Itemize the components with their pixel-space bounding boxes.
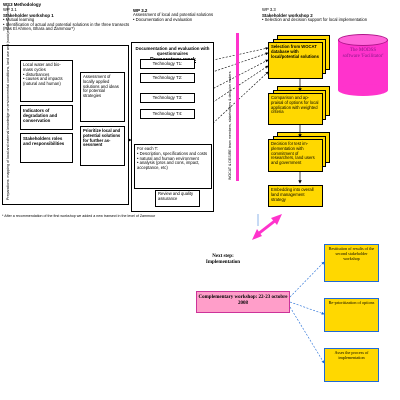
double-arrow (257, 218, 277, 236)
technology-t1: Technology T1: (140, 59, 195, 69)
wp32-bullet-1: • Documentation and evaluation (133, 16, 193, 22)
wp33-bullet-1: • Selection and decision support for loc… (262, 16, 368, 22)
technology-t2: Technology T2: (140, 73, 195, 83)
wp32-title: Assessment of local and potential soluti… (133, 12, 214, 17)
local-water-box: Local water and bio-mass cycles • distur… (20, 60, 73, 102)
modss-cylinder: The MODSS software 'Facilitator' (338, 34, 388, 96)
for-each-box: For each T: • Description, specification… (134, 144, 212, 189)
comparison-box: Comparison and ap-praisal of options for… (268, 86, 330, 125)
wp32-id: WP 3.2 (133, 8, 148, 13)
wp33-id: WP 3.3 (262, 7, 276, 12)
indicators-box: Indicators of degradation and conservati… (20, 105, 73, 130)
wp33-header: WP 3.3 Stakeholder workshop 2 • Selectio… (262, 7, 372, 23)
embedding-box: Embedding into overall land management s… (268, 185, 323, 207)
wp33-magenta-bar (236, 33, 239, 181)
footnote: * After a recommendation of the first wo… (2, 214, 156, 218)
technology-t4: Technology T4: (140, 109, 195, 119)
assessment-box: Assessment of locally applied solutions … (80, 72, 125, 122)
prioritize-box: Prioritize local and potential solutions… (80, 126, 125, 166)
doc-eval-label: Documentation and evaluation with questi… (135, 46, 210, 56)
wp31-title: Stakeholder workshop 1 (3, 12, 54, 18)
wp31-bullet-1: • Mutual learning (3, 16, 35, 22)
wp31-id: WP 3.1 (3, 7, 17, 12)
stakeholders-box: Stakeholders roles and responsibilities (20, 133, 73, 163)
blue-dashed-arrows (289, 261, 325, 364)
next-step-label: Next step: Implementation (205, 254, 241, 265)
wp33-vertical-text: WOCAT & DESIRE team members, stakeholder… (228, 71, 232, 180)
methodology-title: WS3 Methodology (3, 2, 42, 7)
decision-box: Decision for test im-plementation with c… (268, 132, 330, 172)
restitution-box: Restitution of results of the second sta… (324, 244, 379, 282)
complementary-workshop-box: Complementary workshop: 22-23 octobre 20… (196, 291, 290, 313)
wp33-title: Stakeholder workshop 2 (262, 12, 313, 18)
modss-label: The MODSS software 'Facilitator' (342, 48, 384, 59)
wp31-header: WP 3.1 Stakeholder workshop 1 • Mutual l… (3, 7, 133, 32)
review-box: Review and quality assurance (155, 190, 200, 207)
wocat-box: Selection from WOCAT database with local… (268, 35, 330, 79)
assess-box: Asses the process of implementation (324, 348, 379, 382)
reprioritization-box: Re-prioritization of options (324, 298, 379, 332)
wp32-header: WP 3.2 Assessment of local and potential… (133, 8, 243, 23)
technology-t3: Technology T3: (140, 93, 195, 103)
wp31-bullet-2: • Identification of actual and potential… (3, 21, 130, 32)
preparations-vertical-text: Preparations: mapping of local and exter… (6, 5, 10, 200)
